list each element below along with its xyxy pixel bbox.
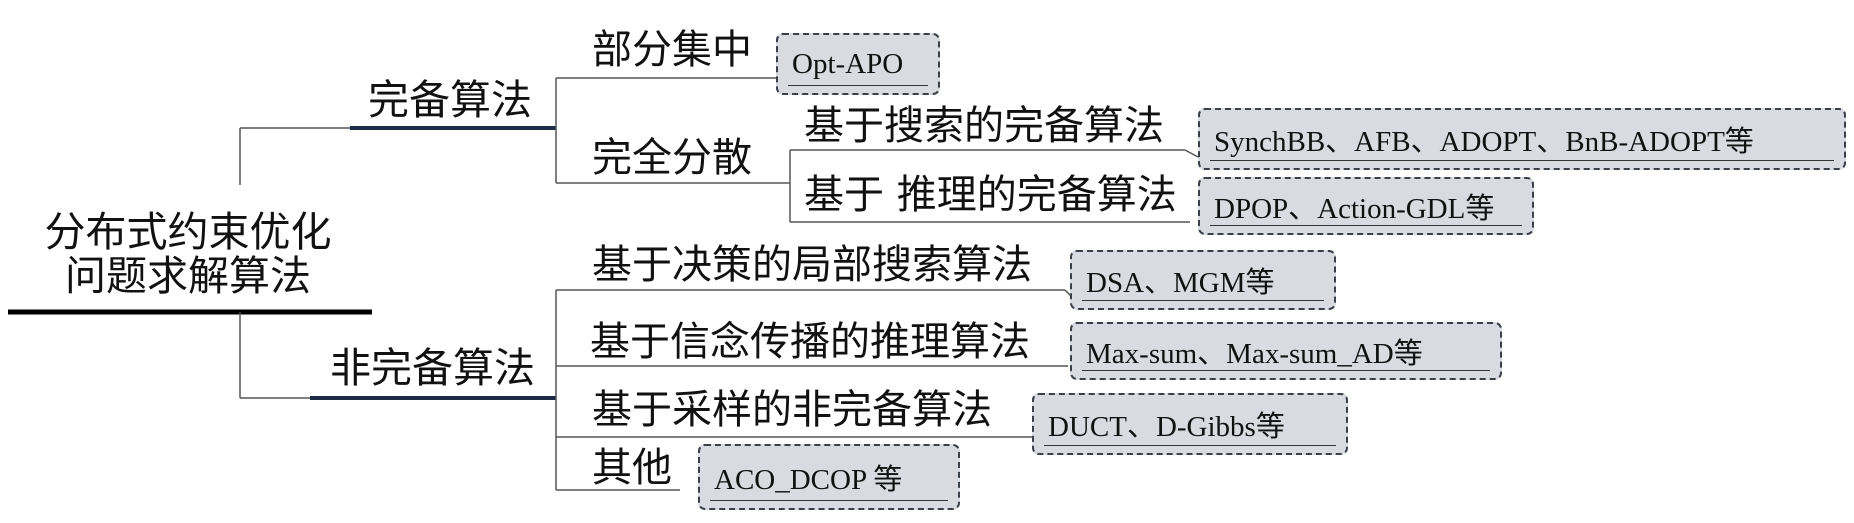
belief-propagation-label: 基于信念传播的推理算法 [590,319,1030,365]
search-complete-label: 基于搜索的完备算法 [804,103,1164,149]
inference-complete-text: DPOP、Action-GDL等 [1214,193,1495,225]
complete-algorithms-label: 完备算法 [368,76,532,124]
root-title-line2: 问题求解算法 [65,252,311,300]
other-text: ACO_DCOP 等 [714,464,903,496]
decision-local-search-label: 基于决策的局部搜索算法 [592,242,1032,288]
search-complete-text: SynchBB、AFB、ADOPT、BnB-ADOPT等 [1214,126,1754,158]
sampling-incomplete-label: 基于采样的非完备算法 [592,387,992,433]
inference-complete-box: DPOP、Action-GDL等 [1198,177,1534,235]
opt-apo-box: Opt-APO [776,33,940,95]
incomplete-algorithms-label: 非完备算法 [330,344,535,392]
opt-apo-text: Opt-APO [792,47,904,80]
sampling-incomplete-text: DUCT、D-Gibbs等 [1048,411,1285,443]
root-title-line1: 分布式约束优化 [44,208,332,256]
inference-complete-label: 基于 推理的完备算法 [804,172,1177,218]
decision-local-search-box: DSA、MGM等 [1070,250,1336,310]
search-complete-box: SynchBB、AFB、ADOPT、BnB-ADOPT等 [1198,108,1846,170]
partial-centralized-label: 部分集中 [592,27,752,73]
belief-propagation-text: Max-sum、Max-sum_AD等 [1086,338,1423,370]
decision-local-search-text: DSA、MGM等 [1086,267,1275,299]
other-label: 其他 [592,445,672,491]
belief-propagation-box: Max-sum、Max-sum_AD等 [1070,322,1502,380]
sampling-incomplete-box: DUCT、D-Gibbs等 [1032,393,1348,455]
root-title: 分布式约束优化 问题求解算法 [28,210,348,298]
other-box: ACO_DCOP 等 [698,444,960,510]
fully-distributed-label: 完全分散 [592,135,752,181]
